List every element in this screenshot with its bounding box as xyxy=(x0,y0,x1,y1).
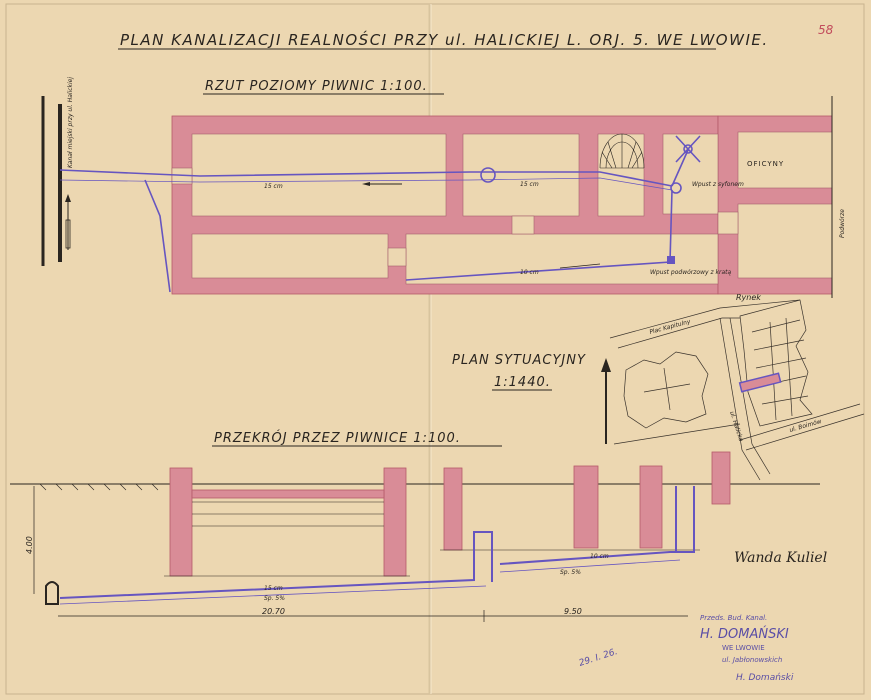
section-main-pipe xyxy=(59,531,493,599)
section-pipe-label-main: 15 cm xyxy=(264,585,283,592)
cathedral-outline xyxy=(623,351,709,429)
site-plan-scale: 1:1440. xyxy=(494,375,551,390)
street-edge-6 xyxy=(745,413,865,451)
contractor-stamp: Przeds. Bud. Kanal. H. DOMAŃSKI WE LWOWI… xyxy=(700,614,794,683)
room-office-label: OFICYNY xyxy=(747,160,784,168)
plan-inlet xyxy=(670,182,682,194)
owner-signature: Wanda Kuliel xyxy=(734,550,827,566)
courtyard-basin xyxy=(667,256,675,264)
stamp-name: H. DOMAŃSKI xyxy=(700,626,789,642)
site-label-market: Rynek xyxy=(736,293,761,302)
courtyard-label: Podwórze xyxy=(839,209,846,238)
section-branch-pipe xyxy=(499,486,695,565)
room-4 xyxy=(191,233,389,279)
sheet-title: PLAN KANALIZACJI REALNOŚCI PRZY ul. HALI… xyxy=(120,30,769,49)
street-edge-1 xyxy=(609,299,801,339)
street-sewer-profile xyxy=(45,581,59,605)
street-edge-5 xyxy=(739,403,861,441)
site-map xyxy=(609,299,865,481)
pipe-label-b: 15 cm xyxy=(520,181,539,188)
spiral-staircase xyxy=(599,133,645,169)
basin-label: Wpust podwórzowy z kratą xyxy=(650,269,731,276)
section-wall-5 xyxy=(639,465,663,549)
inlet-label: Wpust z syfonem xyxy=(692,181,744,188)
section-dim-right: 9.50 xyxy=(564,607,582,616)
stamp-line4: ul. Jabłonowskich xyxy=(722,656,782,664)
section-height-label: 4.00 xyxy=(25,536,34,554)
floor-plan-heading: RZUT POZIOMY PIWNIC 1:100. xyxy=(205,79,428,94)
room-5 xyxy=(737,203,833,279)
passage-gap xyxy=(511,215,535,235)
section-slope-main: Sp. 5% xyxy=(264,595,285,602)
pipe-label-c: 10 cm xyxy=(520,269,539,276)
section-floor-lines xyxy=(164,501,700,577)
flow-arrow-plan-head xyxy=(362,182,370,186)
section-slope-branch: Sp. 5% xyxy=(560,569,581,576)
stair-room xyxy=(597,133,645,217)
door-gap xyxy=(717,211,739,235)
room-2 xyxy=(462,133,580,217)
branch-pipe-upper xyxy=(671,149,689,187)
street-edge-3 xyxy=(719,317,761,481)
section-heading: PRZEKRÓJ PRZEZ PIWNICE 1:100. xyxy=(214,430,461,446)
section-main-pipe-edge xyxy=(59,585,487,605)
roof-drain-cross xyxy=(675,135,701,163)
plan-manhole xyxy=(480,167,496,183)
pipe-label-a: 15 cm xyxy=(264,183,283,190)
section-dim-left: 20.70 xyxy=(262,607,285,616)
stamp-signature: H. Domański xyxy=(736,673,794,683)
main-drain-pipe xyxy=(59,169,673,187)
street-edge-4 xyxy=(729,317,771,475)
stamp-line1: Przeds. Bud. Kanal. xyxy=(700,614,767,622)
passage-gap-2 xyxy=(387,247,407,267)
street-sewer-label: Kanał miejski przy ul. Halickiej xyxy=(67,77,74,168)
main-drain-pipe-edge xyxy=(59,177,673,191)
page-number: 58 xyxy=(818,23,834,37)
ground-hatching xyxy=(39,483,159,491)
branch-pipe-left xyxy=(144,179,171,293)
section-pipe-label-branch: 10 cm xyxy=(590,553,609,560)
section-slab xyxy=(191,489,385,499)
section-branch-pipe-edge xyxy=(499,559,681,573)
street-edge-7 xyxy=(613,423,741,445)
block-outline xyxy=(739,299,813,427)
flow-arrow-head xyxy=(65,194,71,202)
stamp-city: WE LWOWIE xyxy=(722,644,765,652)
street-edge-2 xyxy=(617,317,740,349)
flow-arrow-courtyard xyxy=(559,263,601,269)
section-wall-4 xyxy=(573,465,599,549)
section-wall-2 xyxy=(383,467,407,577)
north-arrow-head xyxy=(601,358,611,372)
section-wall-1 xyxy=(169,467,193,577)
section-wall-3 xyxy=(443,467,463,551)
room-office xyxy=(737,131,833,189)
section-pipes xyxy=(59,486,695,605)
section-walls xyxy=(169,451,731,577)
site-parcel-highlight xyxy=(738,372,782,393)
site-plan-heading: PLAN SYTUACYJNY xyxy=(452,353,586,368)
section-wall-6 xyxy=(711,451,731,505)
cathedral-cross-2 xyxy=(663,367,671,411)
flow-arrow-marker xyxy=(65,219,71,249)
